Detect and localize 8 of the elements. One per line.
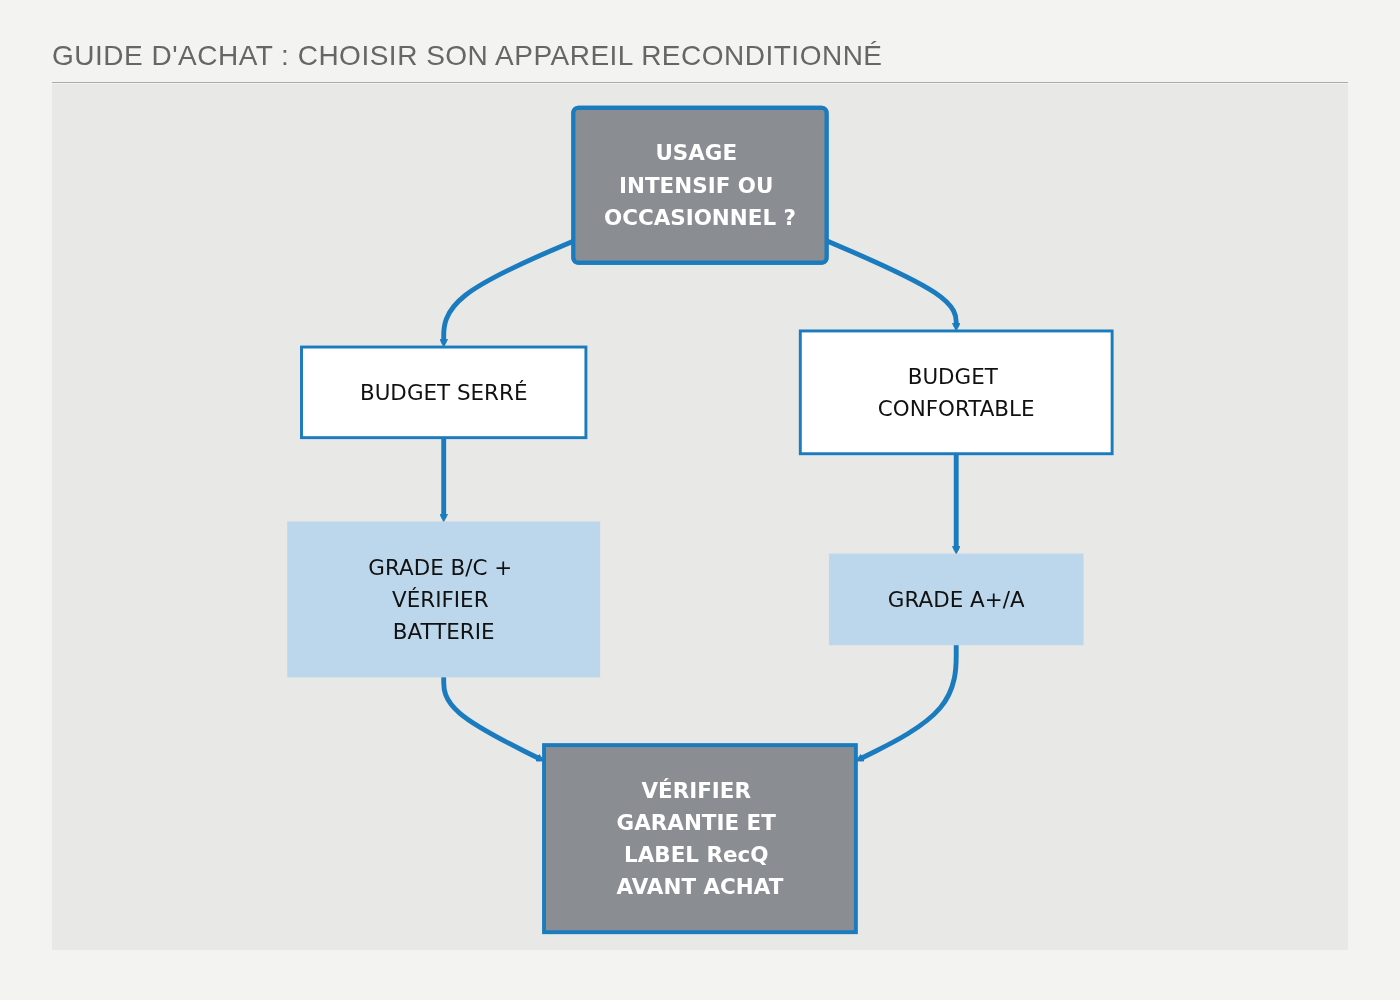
arrow xyxy=(951,453,961,555)
node-box: GRADE A+/A xyxy=(828,553,1084,646)
node-box: GRADE B/C + VÉRIFIER BATTERIE xyxy=(287,521,601,678)
node-box: BUDGET SERRÉ xyxy=(300,345,588,440)
node-box: BUDGET CONFORTABLE xyxy=(798,329,1114,456)
diagram-title: GUIDE D'ACHAT : CHOISIR SON APPAREIL RECONDITIONNÉ xyxy=(52,40,883,72)
node-box: VÉRIFIER GARANTIE ET LABEL RecQ AVANT ACHAT xyxy=(542,743,858,935)
arrow xyxy=(439,437,449,523)
